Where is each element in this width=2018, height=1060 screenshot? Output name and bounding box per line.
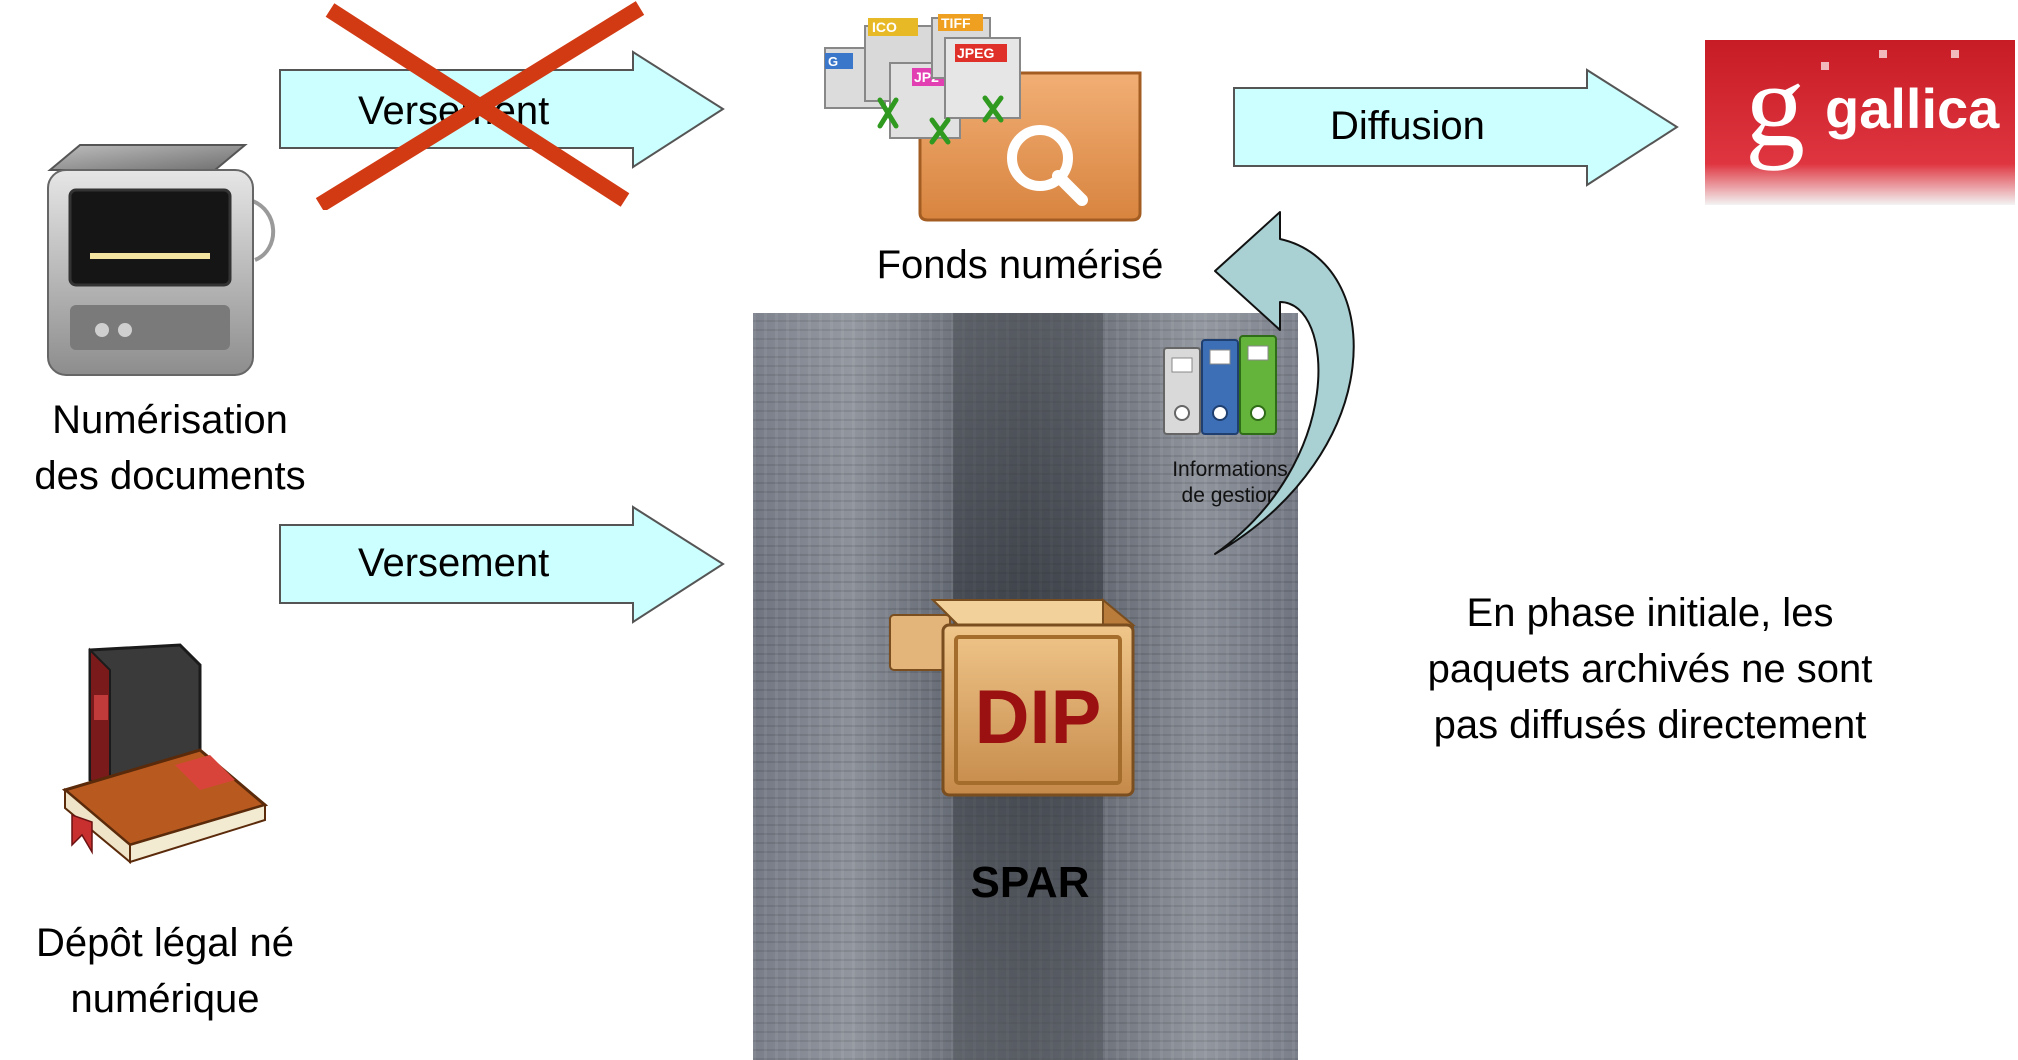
scanner-icon — [47, 144, 276, 376]
books-icon — [61, 643, 269, 865]
gallica-logo-text: gallica — [1825, 77, 2000, 140]
legal-deposit-label: Dépôt légal né numérique — [0, 915, 330, 1027]
management-info-line1: Informations — [1172, 458, 1288, 481]
badge-tiff: TIFF — [941, 15, 971, 31]
note-line1: En phase initiale, les — [1466, 591, 1834, 635]
scanner-label: Numérisation des documents — [0, 392, 340, 504]
badge-g: G — [828, 54, 838, 69]
bottom-versement-arrow — [279, 505, 725, 624]
top-versement-arrow — [279, 50, 725, 169]
note-line3: pas diffusés directement — [1433, 703, 1867, 747]
binders-icon — [1163, 335, 1277, 435]
cross-out-mark — [315, 1, 645, 210]
diffusion-label: Diffusion — [1330, 104, 1485, 148]
scanner-label-line2: des documents — [34, 454, 306, 498]
fonds-numerise-label: Fonds numérisé — [876, 243, 1164, 287]
legal-deposit-label-line1: Dépôt légal né — [36, 921, 294, 965]
curved-return-arrow — [1214, 211, 1355, 555]
scanner-label-line1: Numérisation — [52, 398, 288, 442]
bottom-versement-label: Versement — [358, 541, 550, 585]
spar-label: SPAR — [970, 858, 1090, 907]
badge-ico: ICO — [872, 19, 897, 35]
management-info-line2: de gestion — [1181, 484, 1279, 507]
gallica-logo-g: g — [1745, 40, 1805, 171]
management-info-label: Informations de gestion — [1130, 457, 1330, 509]
initial-phase-note: En phase initiale, les paquets archivés … — [1340, 585, 1960, 753]
dip-crate-icon: DIP — [889, 597, 1136, 797]
dip-package-label: DIP — [975, 675, 1102, 760]
badge-jpeg: JPEG — [957, 45, 994, 61]
legal-deposit-label-line2: numérique — [70, 977, 260, 1021]
gallica-logo: g gallica — [1705, 40, 2015, 205]
diffusion-arrow — [1233, 68, 1679, 187]
note-line2: paquets archivés ne sont — [1427, 647, 1873, 691]
folder-with-files-icon: G ICO JP2 TIFF JPEG — [824, 14, 1142, 222]
